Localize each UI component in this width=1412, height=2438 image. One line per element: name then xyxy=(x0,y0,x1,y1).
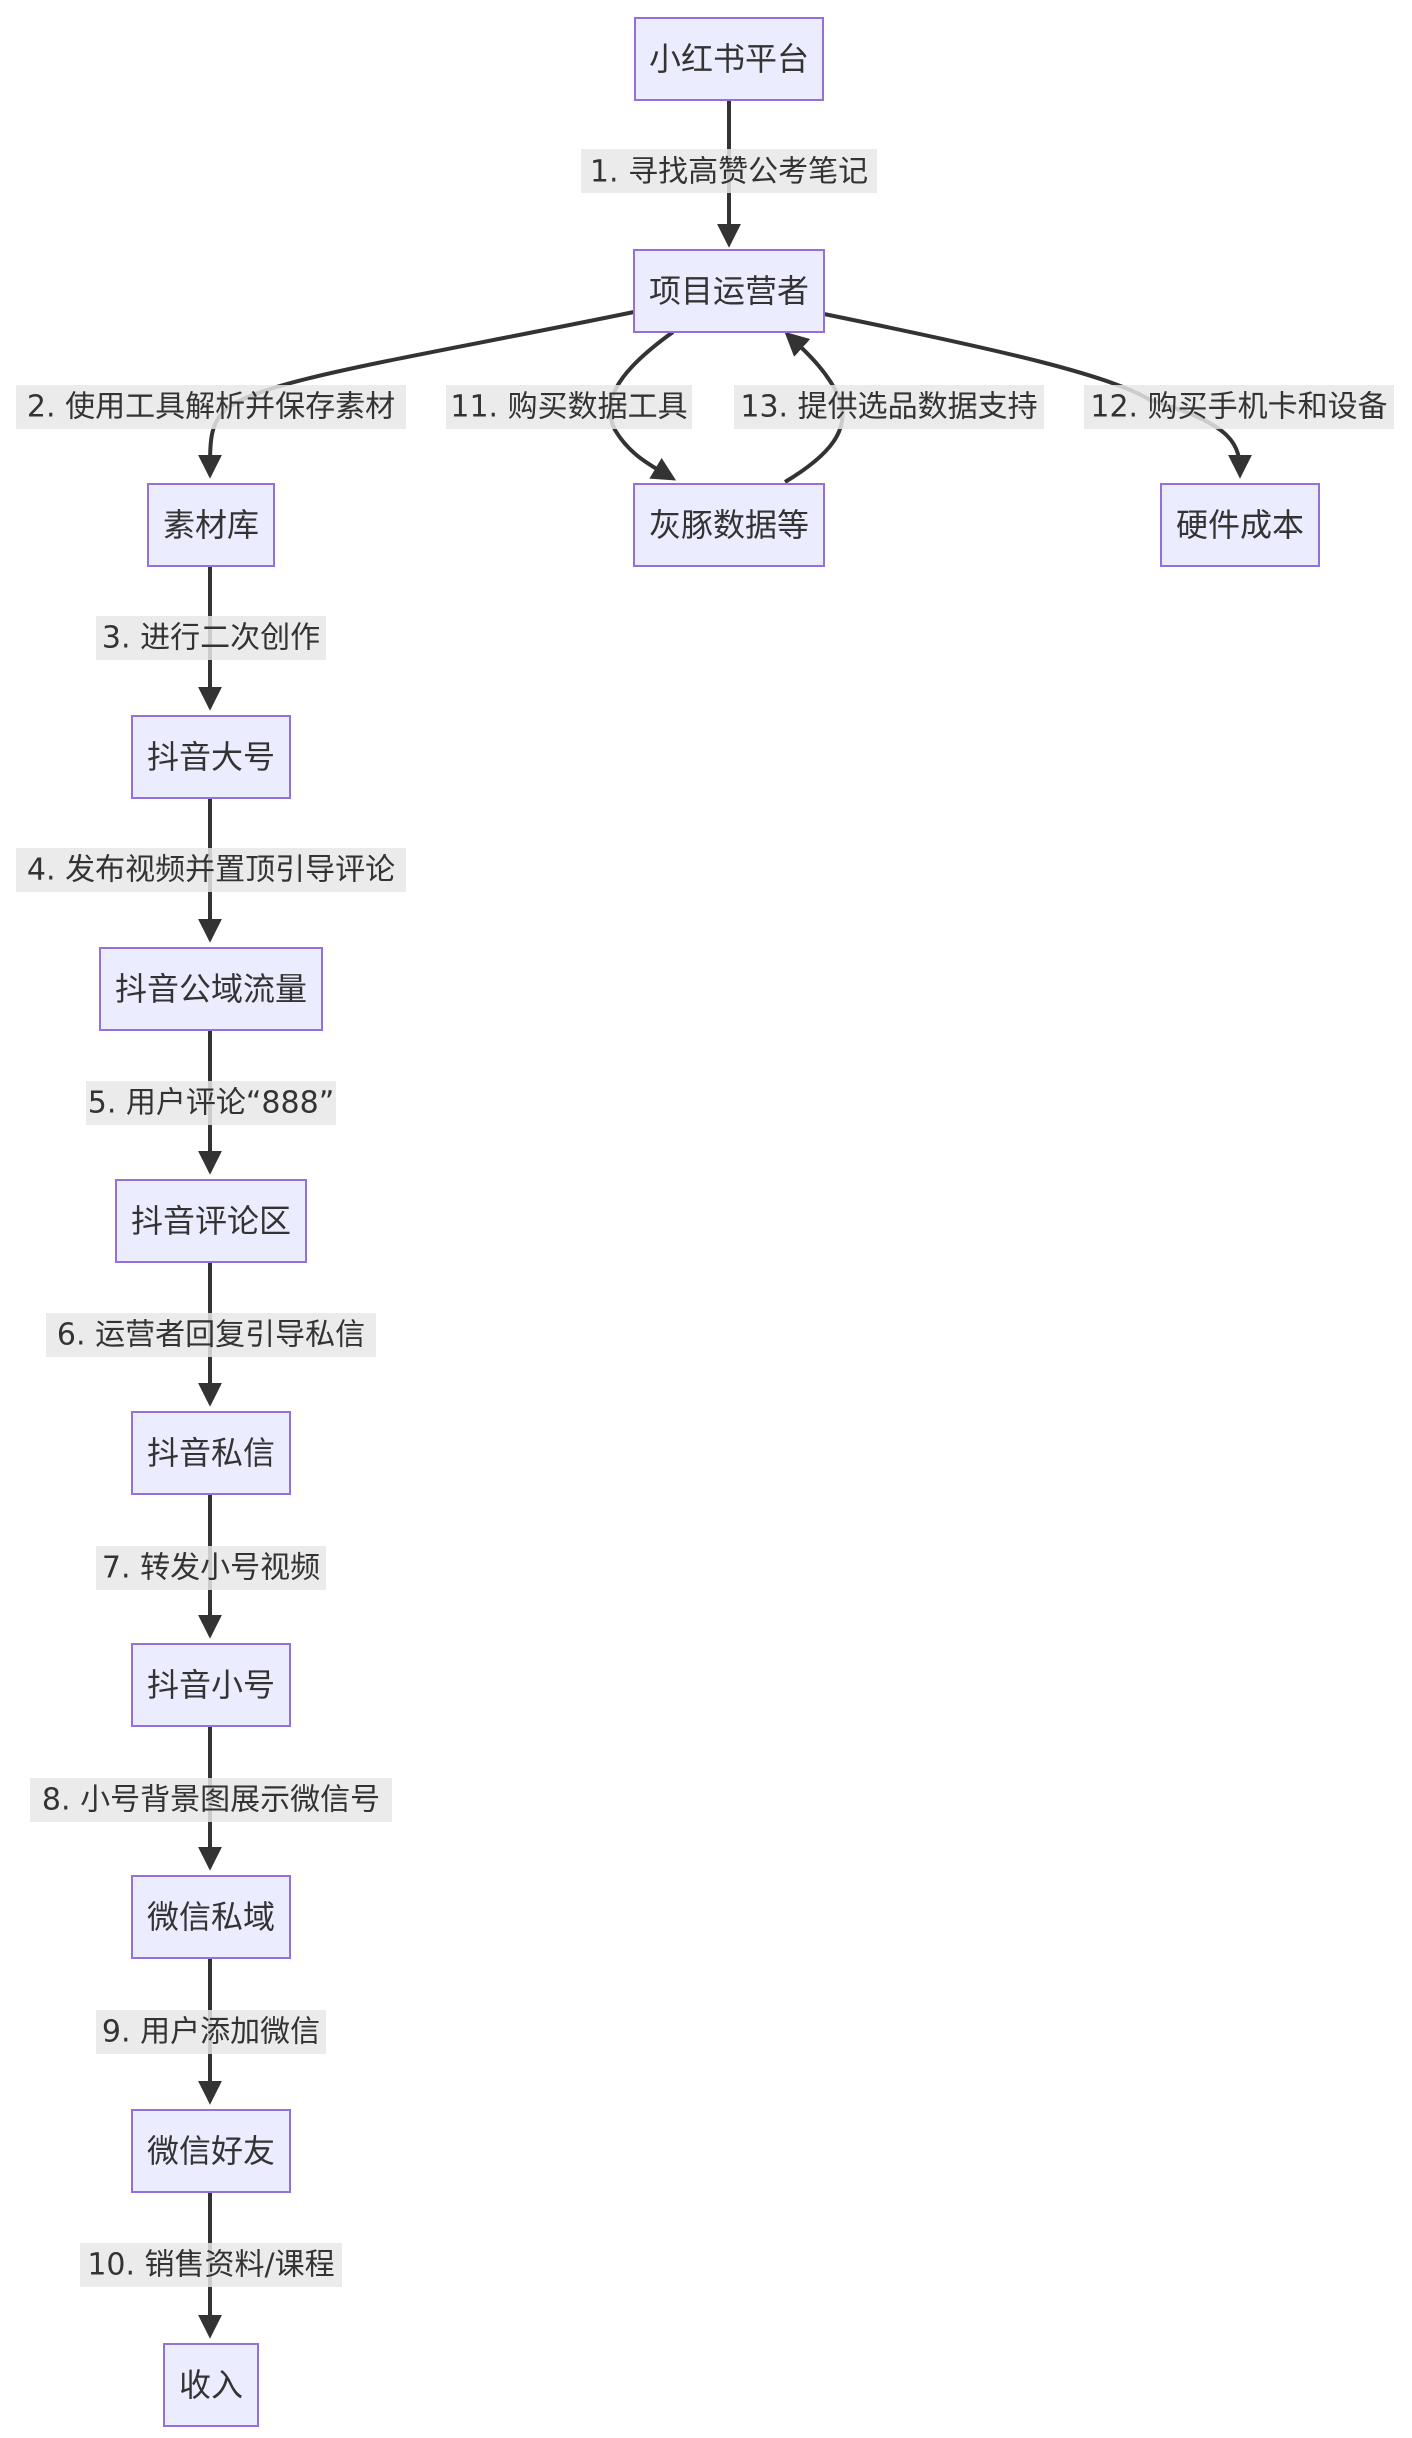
edge-label-11: 11. 购买数据工具 xyxy=(446,385,692,429)
edge-label-8: 8. 小号背景图展示微信号 xyxy=(30,1778,392,1822)
edge-label-6-text: 6. 运营者回复引导私信 xyxy=(57,1318,365,1353)
edge-label-12: 12. 购买手机卡和设备 xyxy=(1084,385,1394,429)
edges xyxy=(198,100,1252,2339)
node-huitun[interactable]: 灰豚数据等 xyxy=(633,483,825,567)
edge-label-6: 6. 运营者回复引导私信 xyxy=(46,1313,376,1357)
edge-label-2: 2. 使用工具解析并保存素材 xyxy=(16,385,406,429)
edge-label-5-text: 5. 用户评论“888” xyxy=(88,1086,335,1121)
node-douyin-small-label: 抖音小号 xyxy=(147,1666,275,1704)
node-income[interactable]: 收入 xyxy=(163,2343,259,2427)
node-operator[interactable]: 项目运营者 xyxy=(633,249,825,333)
node-wechat-friend[interactable]: 微信好友 xyxy=(131,2109,291,2193)
edge-label-1-text: 1. 寻找高赞公考笔记 xyxy=(590,155,868,190)
node-douyin-small[interactable]: 抖音小号 xyxy=(131,1643,291,1727)
node-douyin-dm-label: 抖音私信 xyxy=(147,1434,275,1472)
edge-label-4-text: 4. 发布视频并置顶引导评论 xyxy=(27,853,395,888)
node-douyin-main-label: 抖音大号 xyxy=(147,738,275,776)
node-douyin-comment[interactable]: 抖音评论区 xyxy=(115,1179,307,1263)
node-hardware[interactable]: 硬件成本 xyxy=(1160,483,1320,567)
nodes: 小红书平台 项目运营者 素材库 灰豚数据等 硬件成本 抖音大号 抖音公域流量 xyxy=(99,17,1320,2427)
edge-label-3-text: 3. 进行二次创作 xyxy=(102,621,320,656)
edge-label-13: 13. 提供选品数据支持 xyxy=(734,385,1044,429)
edge-label-11-text: 11. 购买数据工具 xyxy=(450,390,687,425)
node-douyin-comment-label: 抖音评论区 xyxy=(131,1202,291,1240)
edge-label-9-text: 9. 用户添加微信 xyxy=(102,2015,320,2050)
edge-label-2-text: 2. 使用工具解析并保存素材 xyxy=(27,390,395,425)
edge-label-4: 4. 发布视频并置顶引导评论 xyxy=(16,848,406,892)
edge-label-10: 10. 销售资料/课程 xyxy=(80,2243,342,2287)
edge-label-10-text: 10. 销售资料/课程 xyxy=(87,2248,334,2283)
node-wechat-private-label: 微信私域 xyxy=(147,1898,275,1936)
edge-labels: 1. 寻找高赞公考笔记 2. 使用工具解析并保存素材 11. 购买数据工具 13… xyxy=(16,149,1394,2287)
node-material[interactable]: 素材库 xyxy=(147,483,275,567)
node-douyin-public-label: 抖音公域流量 xyxy=(115,970,307,1008)
edge-label-7: 7. 转发小号视频 xyxy=(96,1546,326,1590)
node-douyin-main[interactable]: 抖音大号 xyxy=(131,715,291,799)
edge-label-12-text: 12. 购买手机卡和设备 xyxy=(1090,390,1387,425)
node-douyin-dm[interactable]: 抖音私信 xyxy=(131,1411,291,1495)
node-hardware-label: 硬件成本 xyxy=(1176,506,1304,544)
node-wechat-private[interactable]: 微信私域 xyxy=(131,1875,291,1959)
node-income-label: 收入 xyxy=(179,2366,243,2404)
node-xiaohongshu-label: 小红书平台 xyxy=(649,40,809,78)
node-operator-label: 项目运营者 xyxy=(649,272,809,310)
edge-label-1: 1. 寻找高赞公考笔记 xyxy=(581,149,877,193)
edge-label-3: 3. 进行二次创作 xyxy=(96,616,326,660)
node-xiaohongshu[interactable]: 小红书平台 xyxy=(634,17,824,101)
node-douyin-public[interactable]: 抖音公域流量 xyxy=(99,947,323,1031)
edge-label-8-text: 8. 小号背景图展示微信号 xyxy=(42,1783,380,1818)
node-material-label: 素材库 xyxy=(163,506,259,544)
edge-label-5: 5. 用户评论“888” xyxy=(86,1081,336,1125)
edge-label-13-text: 13. 提供选品数据支持 xyxy=(740,390,1037,425)
node-wechat-friend-label: 微信好友 xyxy=(147,2132,275,2170)
node-huitun-label: 灰豚数据等 xyxy=(649,506,809,544)
edge-label-9: 9. 用户添加微信 xyxy=(96,2010,326,2054)
edge-label-7-text: 7. 转发小号视频 xyxy=(102,1551,320,1586)
